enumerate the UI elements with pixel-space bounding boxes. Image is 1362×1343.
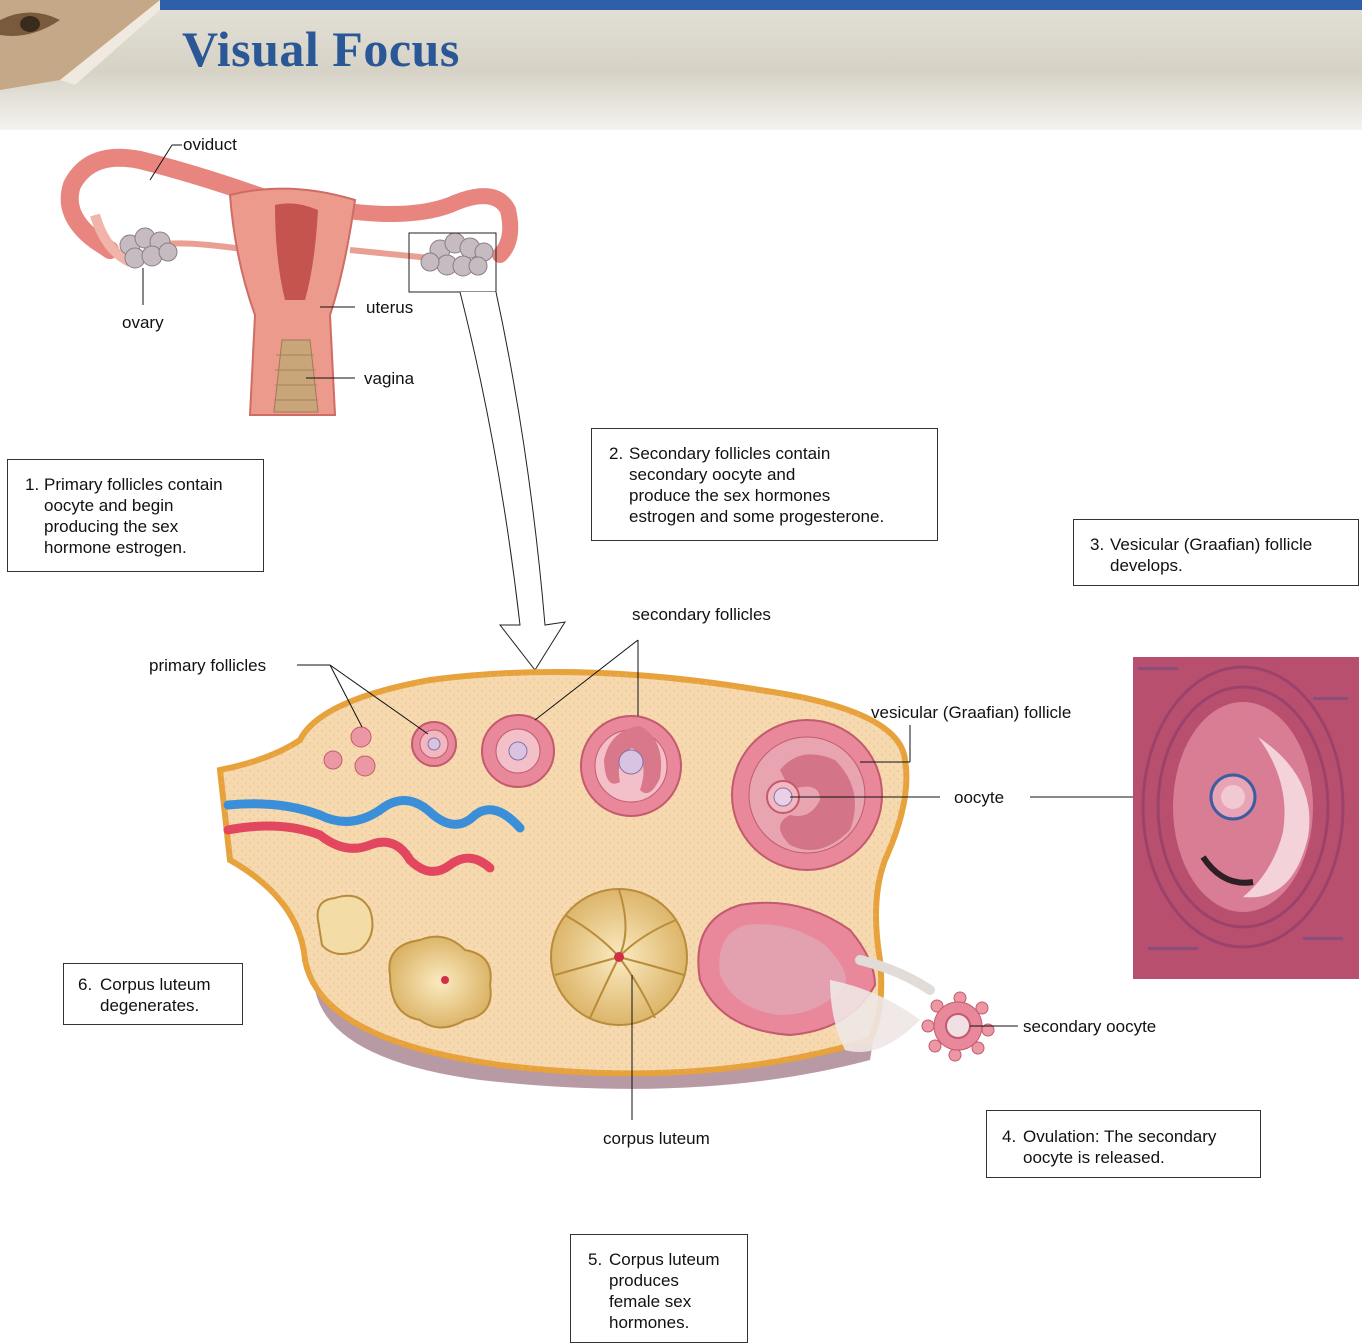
label-uterus: uterus [366,297,413,318]
label-secondary-follicles: secondary follicles [632,604,771,625]
step-number: 3. [1090,534,1104,555]
label-corpus-luteum: corpus luteum [603,1128,710,1149]
label-vesicular-follicle: vesicular (Graafian) follicle [871,702,1071,723]
label-oocyte: oocyte [954,787,1004,808]
step-box-6: 6. Corpus luteum degenerates. [63,963,243,1025]
ovary-cross-section [220,672,930,1089]
step-text: Ovulation: The secondary oocyte is relea… [1023,1126,1216,1168]
step-text: Corpus luteum produces female sex hormon… [609,1249,720,1333]
step-box-2: 2. Secondary follicles contain secondary… [591,428,938,541]
label-oviduct: oviduct [183,134,237,155]
step-text: Primary follicles contain oocyte and beg… [44,474,223,558]
step-number: 1. [25,474,39,495]
label-secondary-oocyte: secondary oocyte [1023,1016,1156,1037]
step-box-4: 4. Ovulation: The secondary oocyte is re… [986,1110,1261,1178]
step-text: Secondary follicles contain secondary oo… [629,443,884,527]
step-number: 4. [1002,1126,1016,1147]
uterus-drawing [70,158,511,415]
step-box-3: 3. Vesicular (Graafian) follicle develop… [1073,519,1359,586]
label-vagina: vagina [364,368,414,389]
label-primary-follicles: primary follicles [149,655,266,676]
step-text: Vesicular (Graafian) follicle develops. [1110,534,1312,576]
step-text: Corpus luteum degenerates. [100,974,211,1016]
label-ovary: ovary [122,312,164,333]
histology-micrograph [1133,657,1359,979]
step-number: 2. [609,443,623,464]
step-number: 6. [78,974,92,995]
step-number: 5. [588,1249,602,1270]
step-box-1: 1. Primary follicles contain oocyte and … [7,459,264,572]
step-box-5: 5. Corpus luteum produces female sex hor… [570,1234,748,1343]
